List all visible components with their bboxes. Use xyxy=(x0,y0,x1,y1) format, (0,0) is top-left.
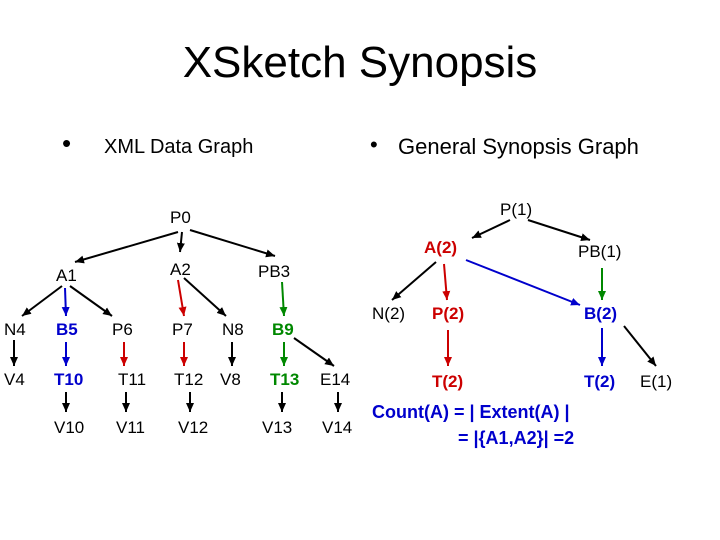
edge-a2-p7 xyxy=(177,279,187,317)
edge-b9-e14 xyxy=(293,337,335,367)
syn-node-pb: PB(1) xyxy=(578,242,622,261)
syn-node-b: B(2) xyxy=(584,304,618,323)
right-heading: General Synopsis Graph xyxy=(398,134,639,159)
node-v12: V12 xyxy=(178,418,209,437)
node-v10: V10 xyxy=(54,418,85,437)
syn-node-n: N(2) xyxy=(372,304,406,323)
syn-node-e: E(1) xyxy=(640,372,673,391)
edge-b-e xyxy=(623,325,657,367)
node-n4: N4 xyxy=(4,320,26,339)
edge-a-b xyxy=(465,259,581,306)
node-p0: P0 xyxy=(170,208,191,227)
page-title: XSketch Synopsis xyxy=(182,38,538,87)
edge-a1-n4 xyxy=(21,285,63,317)
node-v13: V13 xyxy=(262,418,293,437)
bullet-icon: • xyxy=(370,132,378,157)
node-v14: V14 xyxy=(322,418,353,437)
node-b5: B5 xyxy=(56,320,78,339)
syn-node-a: A(2) xyxy=(424,238,458,257)
edge-p0-a1 xyxy=(74,231,179,264)
edge-a-p xyxy=(442,263,451,301)
edge-a1-p6 xyxy=(69,285,113,317)
node-v11: V11 xyxy=(116,418,145,437)
edge-p0-pb3 xyxy=(189,229,276,258)
count-formula-line1: Count(A) = | Extent(A) | xyxy=(372,402,570,422)
syn-node-t-left: T(2) xyxy=(432,372,464,391)
edge-p1-pb xyxy=(527,219,591,242)
edge-p1-a xyxy=(471,219,511,239)
count-formula-line2: = |{A1,A2}| =2 xyxy=(458,428,575,448)
node-a2: A2 xyxy=(170,260,191,279)
edge-a-n xyxy=(391,261,437,301)
node-t13: T13 xyxy=(270,370,300,389)
node-b9: B9 xyxy=(272,320,294,339)
left-heading: XML Data Graph xyxy=(104,136,254,158)
syn-node-p: P(2) xyxy=(432,304,465,323)
syn-node-p1: P(1) xyxy=(500,200,533,219)
node-t10: T10 xyxy=(54,370,84,389)
node-t12: T12 xyxy=(174,370,204,389)
node-e14: E14 xyxy=(320,370,351,389)
edge-a1-b5 xyxy=(61,287,70,317)
node-a1: A1 xyxy=(56,266,77,285)
node-pb3: PB3 xyxy=(258,262,291,281)
node-n8: N8 xyxy=(222,320,244,339)
node-t11: T11 xyxy=(118,370,147,389)
edge-pb3-b9 xyxy=(279,281,288,317)
edge-p0-a2 xyxy=(176,231,185,253)
node-v8: V8 xyxy=(220,370,241,389)
bullet-icon: • xyxy=(62,128,72,158)
node-v4: V4 xyxy=(4,370,25,389)
syn-node-t-right: T(2) xyxy=(584,372,616,391)
node-p6: P6 xyxy=(112,320,133,339)
node-p7: P7 xyxy=(172,320,193,339)
edge-a2-n8 xyxy=(183,277,227,317)
